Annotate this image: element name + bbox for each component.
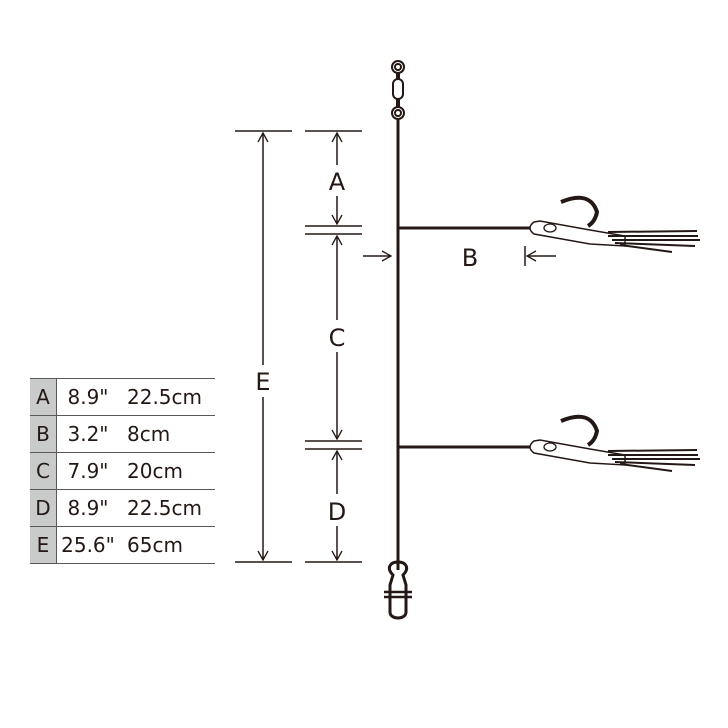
row-key: D [30,489,57,527]
row-key: A [30,378,57,416]
row-inch: 8.9" [56,489,119,527]
lure-icon [529,195,700,253]
row-cm: 8cm [119,415,215,453]
label-a: A [329,168,346,196]
row-inch: 25.6" [56,526,119,564]
label-b: B [462,244,478,272]
dimension-e [235,130,292,563]
row-key: B [30,415,57,453]
row-cm: 22.5cm [119,378,215,416]
row-inch: 3.2" [56,415,119,453]
snap-icon [384,560,412,620]
row-key: C [30,452,57,490]
label-c: C [329,324,346,352]
row-inch: 8.9" [56,378,119,416]
row-key: E [30,526,57,564]
dimension-ticks [305,130,362,563]
label-d: D [328,498,346,526]
row-cm: 65cm [119,526,215,564]
swivel-icon [391,60,405,120]
row-cm: 20cm [119,452,215,490]
row-cm: 22.5cm [119,489,215,527]
lure-icon [529,414,700,472]
branch-2 [398,414,700,472]
branch-1 [398,195,700,253]
row-inch: 7.9" [56,452,119,490]
dimension-b [363,246,556,266]
label-e: E [255,368,270,396]
